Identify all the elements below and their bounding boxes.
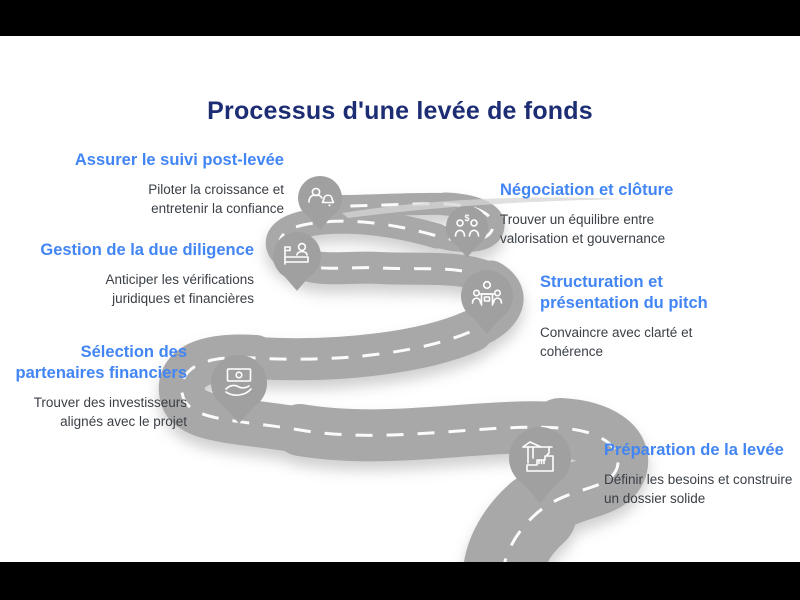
step-description: Définir les besoins et construire un dos… — [604, 472, 793, 507]
pitch-presentation-icon — [471, 280, 503, 306]
pin-due-diligence — [273, 232, 321, 291]
due-diligence-desk-icon — [284, 242, 309, 265]
pin-circle — [509, 427, 571, 489]
road-end-arrow — [342, 197, 625, 218]
pin-partenaires — [211, 355, 267, 424]
road-segment — [287, 248, 507, 295]
step-suivi-post-levee: Assurer le suivi post-levée Piloter la c… — [75, 150, 284, 218]
step-structuration-pitch: Structuration et présentation du pitch C… — [540, 272, 745, 362]
person-bell-icon — [308, 187, 335, 207]
step-due-diligence: Gestion de la due diligence Anticiper le… — [40, 240, 254, 308]
money-hand-icon — [225, 368, 252, 396]
top-letterbox-bar — [0, 0, 800, 36]
step-heading: Assurer le suivi post-levée — [74, 151, 284, 169]
step-heading: Structuration et présentation du pitch — [540, 273, 708, 313]
pin-suivi — [298, 176, 342, 230]
step-description: Convaincre avec clarté et cohérence — [540, 325, 693, 360]
step-heading: Sélection des partenaires financiers — [15, 343, 188, 383]
dollar-symbol: $ — [464, 213, 469, 223]
road-centerline — [180, 202, 620, 576]
pin-structuration — [461, 270, 513, 334]
pin-preparation — [509, 427, 571, 503]
step-preparation-levee: Préparation de la levée Définir les beso… — [604, 440, 799, 508]
pin-negociation: $ — [446, 206, 488, 258]
bottom-letterbox-bar — [0, 562, 800, 600]
pin-circle — [461, 270, 513, 322]
step-negociation-cloture: Négociation et clôture Trouver un équili… — [500, 180, 705, 248]
step-heading: Préparation de la levée — [604, 441, 784, 459]
pin-circle — [446, 206, 488, 248]
step-description: Trouver des investisseurs alignés avec l… — [33, 395, 187, 430]
step-heading: Négociation et clôture — [500, 181, 674, 199]
crane-icon — [522, 441, 554, 472]
pin-circle — [273, 232, 321, 280]
pin-circle — [298, 176, 342, 220]
step-selection-partenaires: Sélection des partenaires financiers Tro… — [0, 342, 188, 432]
page-title: Processus d'une levée de fonds — [207, 96, 593, 125]
step-heading: Gestion de la due diligence — [40, 241, 254, 259]
negotiation-people-icon: $ — [454, 213, 480, 237]
pin-circle — [211, 355, 267, 411]
step-description: Anticiper les vérifications juridiques e… — [105, 272, 254, 307]
step-description: Trouver un équilibre entre valorisation … — [500, 212, 666, 247]
step-description: Piloter la croissance et entretenir la c… — [148, 182, 284, 217]
